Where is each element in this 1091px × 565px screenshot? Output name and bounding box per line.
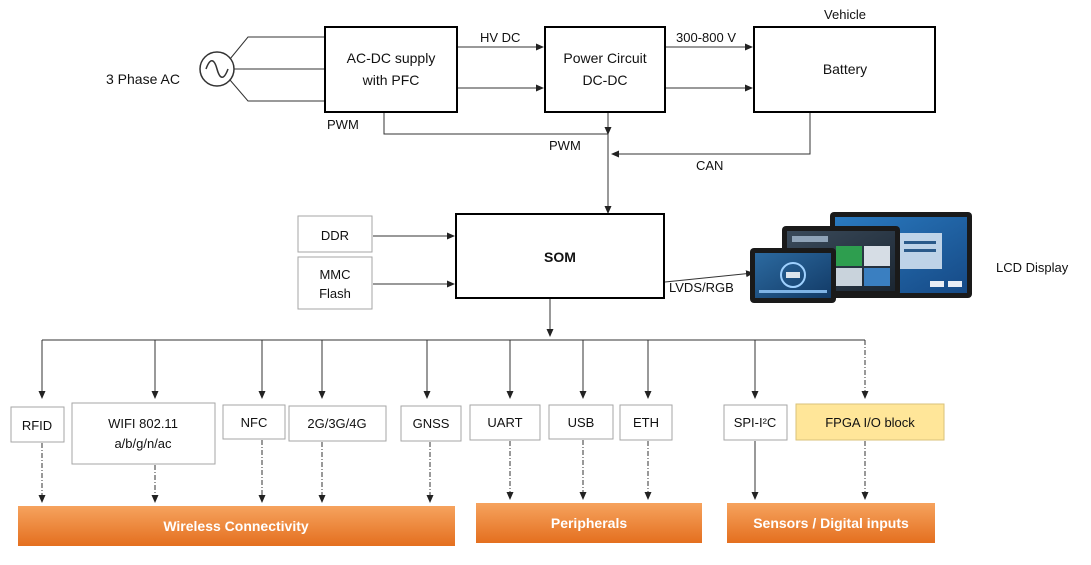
ac-dc-label-2: with PFC (362, 72, 420, 88)
ac-dc-supply-block: AC-DC supply with PFC (324, 26, 458, 113)
cellular-block: 2G/3G/4G (288, 405, 387, 442)
ddr-block: DDR (297, 215, 373, 253)
gnss-block: GNSS (400, 405, 462, 442)
wifi-label-2: a/b/g/n/ac (114, 436, 172, 451)
voltage-label: 300-800 V (676, 30, 736, 45)
lcd-screens-icon (750, 212, 972, 303)
fpga-block: FPGA I/O block (795, 403, 945, 441)
sensors-digital-inputs-bar: Sensors / Digital inputs (727, 503, 935, 543)
rfid-label: RFID (22, 418, 52, 433)
source-label: 3 Phase AC (106, 71, 180, 87)
som-block: SOM (455, 213, 665, 299)
wireless-connectivity-bar: Wireless Connectivity (18, 506, 455, 546)
lvds-arrow (664, 270, 754, 283)
spi-i2c-label: SPI-I²C (734, 415, 777, 430)
nfc-block: NFC (222, 404, 286, 440)
ddr-label: DDR (321, 228, 349, 243)
eth-label: ETH (633, 415, 659, 430)
can-line (611, 113, 811, 158)
mmc-label-2: Flash (319, 286, 351, 301)
rfid-block: RFID (10, 406, 65, 443)
power-circuit-label-2: DC-DC (582, 72, 627, 88)
uart-label: UART (487, 415, 522, 430)
pwm-label-2: PWM (549, 138, 581, 153)
peripherals-label: Peripherals (551, 515, 627, 531)
usb-block: USB (548, 404, 614, 440)
lcd-label: LCD Display (996, 260, 1069, 275)
power-circuit-label-1: Power Circuit (563, 50, 646, 66)
mmc-label-1: MMC (319, 267, 350, 282)
nfc-label: NFC (241, 415, 268, 430)
sensors-digital-inputs-label: Sensors / Digital inputs (753, 515, 909, 531)
ac-source-icon (199, 51, 235, 87)
usb-label: USB (568, 415, 595, 430)
battery-label: Battery (823, 61, 867, 77)
mmc-flash-block: MMC Flash (297, 256, 373, 310)
fpga-label: FPGA I/O block (825, 415, 915, 430)
pwm-label-1: PWM (327, 117, 359, 132)
pwm-line-ac-dc (383, 113, 608, 135)
hv-dc-label: HV DC (480, 30, 520, 45)
ac-dc-label-1: AC-DC supply (347, 50, 436, 66)
wifi-label-1: WIFI 802.11 (108, 416, 178, 431)
som-label: SOM (544, 249, 576, 265)
vehicle-label: Vehicle (824, 7, 866, 22)
ac-phase-wire-3 (229, 79, 325, 102)
ac-phase-wire-1 (229, 36, 325, 60)
power-circuit-block: Power Circuit DC-DC (544, 26, 666, 113)
peripherals-bar: Peripherals (476, 503, 702, 543)
battery-block: Battery (753, 26, 936, 113)
gnss-label: GNSS (413, 416, 450, 431)
spi-i2c-block: SPI-I²C (723, 404, 788, 441)
uart-block: UART (469, 404, 541, 441)
wifi-block: WIFI 802.11 a/b/g/n/ac (71, 402, 216, 465)
eth-block: ETH (619, 404, 673, 441)
wireless-connectivity-label: Wireless Connectivity (163, 518, 309, 534)
lvds-label: LVDS/RGB (669, 280, 734, 295)
cellular-label: 2G/3G/4G (307, 416, 366, 431)
can-label: CAN (696, 158, 723, 173)
